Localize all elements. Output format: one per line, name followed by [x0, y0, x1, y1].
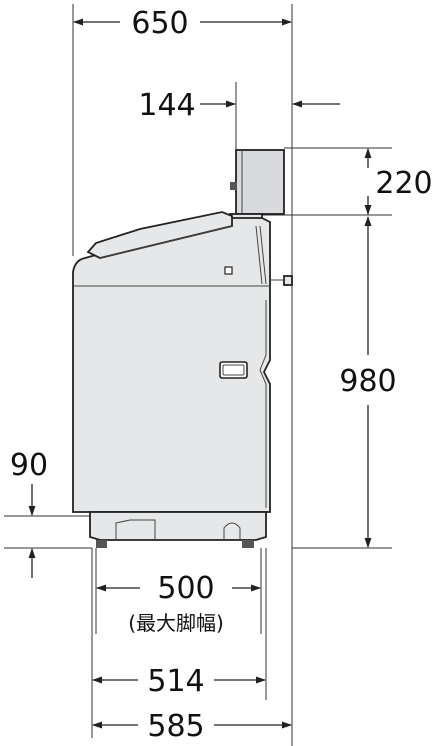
dim-tap-height: 220 [375, 166, 432, 201]
side-handle [219, 361, 248, 379]
washer-cabinet [72, 217, 271, 513]
dim-foot-height: 90 [10, 448, 48, 483]
front-foot [96, 540, 107, 548]
washer-illustration [72, 149, 293, 548]
rear-foot [242, 540, 254, 548]
washer-base [89, 511, 267, 541]
indicator-square [224, 266, 233, 275]
water-tap-box [235, 149, 285, 215]
dimension-lines [28, 18, 372, 729]
dim-hose-offset: 144 [138, 88, 195, 123]
dim-width-514: 514 [147, 664, 204, 699]
tap-knob [230, 182, 237, 190]
extension-lines [4, 4, 392, 746]
dim-max-foot-width-note: (最大脚幅) [128, 611, 224, 635]
dim-body-height: 980 [339, 364, 396, 399]
dim-width-585: 585 [147, 709, 204, 744]
dim-total-width: 650 [131, 6, 188, 41]
dim-max-foot-width: 500 [157, 571, 214, 606]
dimension-labels: 650 144 220 980 90 500 (最大脚幅) 514 585 [10, 6, 433, 744]
